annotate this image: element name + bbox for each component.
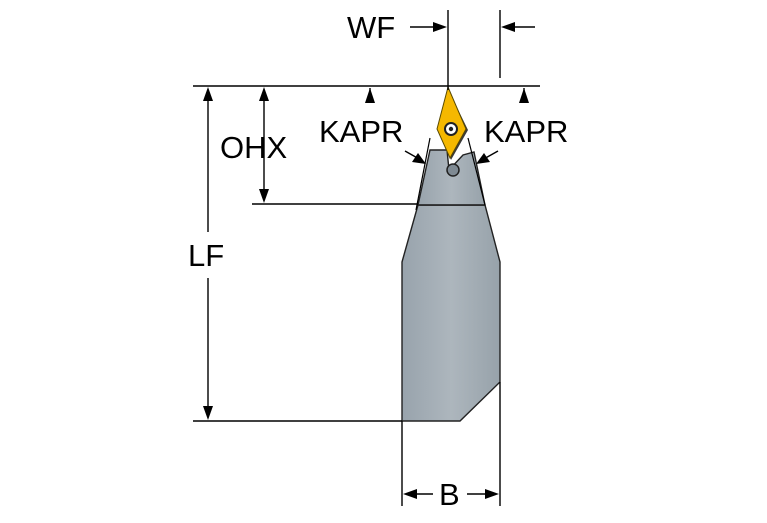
ohx-label: OHX bbox=[220, 130, 288, 165]
lf-arrowhead-top bbox=[203, 87, 213, 101]
holder-pin-icon bbox=[446, 163, 460, 177]
insert bbox=[436, 85, 468, 177]
wf-arrowhead-right bbox=[501, 22, 515, 32]
wf-arrowhead-left bbox=[433, 22, 447, 32]
kapr-right-label: KAPR bbox=[484, 114, 568, 149]
left-clearance-line bbox=[415, 137, 431, 211]
b-label: B bbox=[439, 477, 460, 512]
wf-label: WF bbox=[347, 10, 395, 45]
kapr-right-pointer-head bbox=[476, 153, 490, 164]
b-arrowhead-left bbox=[403, 489, 417, 499]
lf-label: LF bbox=[188, 238, 224, 273]
ohx-arrowhead-bottom bbox=[259, 189, 269, 203]
holder-body bbox=[401, 204, 501, 422]
b-arrowhead-right bbox=[485, 489, 499, 499]
kapr-left-pointer-head bbox=[412, 153, 426, 164]
insert-screw-hole bbox=[448, 126, 454, 132]
ohx-arrowhead-top bbox=[259, 87, 269, 101]
kapr-left-label: KAPR bbox=[319, 114, 403, 149]
lf-arrowhead-bottom bbox=[203, 406, 213, 420]
right-clearance-line bbox=[467, 137, 486, 206]
